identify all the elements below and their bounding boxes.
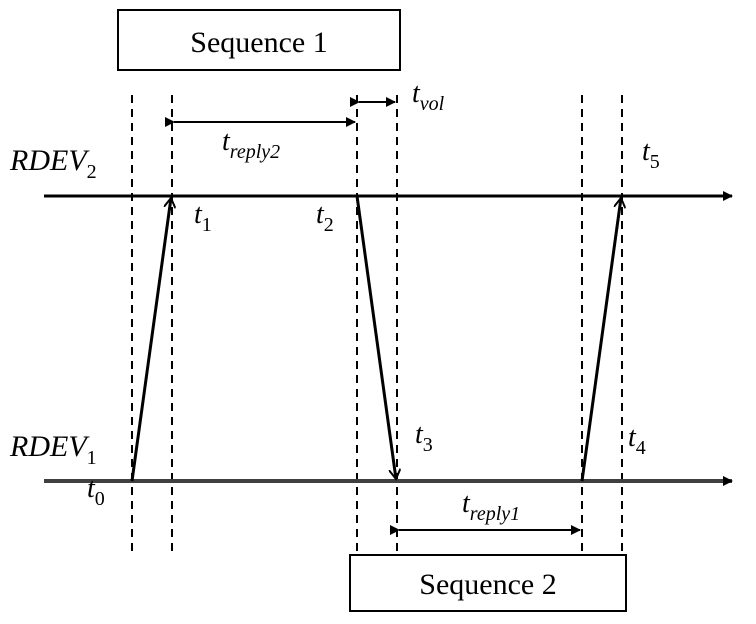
t2-label: t2 — [316, 199, 334, 236]
sequence-1-box: Sequence 1 — [117, 9, 401, 71]
t1-label: t1 — [194, 199, 212, 236]
message-arrow-t0-t1 — [130, 198, 171, 482]
t-reply1-label: treply1 — [462, 488, 520, 525]
rdev1-label: RDEV1 — [9, 430, 97, 469]
sequence-2-box: Sequence 2 — [349, 554, 627, 612]
message-arrow-t2-t3 — [355, 195, 396, 479]
t-reply2-label: treply2 — [222, 126, 280, 163]
t3-label: t3 — [415, 419, 433, 456]
t5-label: t5 — [642, 136, 660, 173]
message-arrow-t4-t5 — [580, 198, 621, 482]
rdev2-label: RDEV2 — [9, 144, 97, 183]
t-vol-label: tvol — [412, 78, 445, 115]
t4-label: t4 — [628, 422, 646, 459]
sequence-1-label: Sequence 1 — [190, 26, 327, 59]
t0-label: t0 — [87, 473, 105, 510]
sequence-2-label: Sequence 2 — [419, 568, 556, 601]
